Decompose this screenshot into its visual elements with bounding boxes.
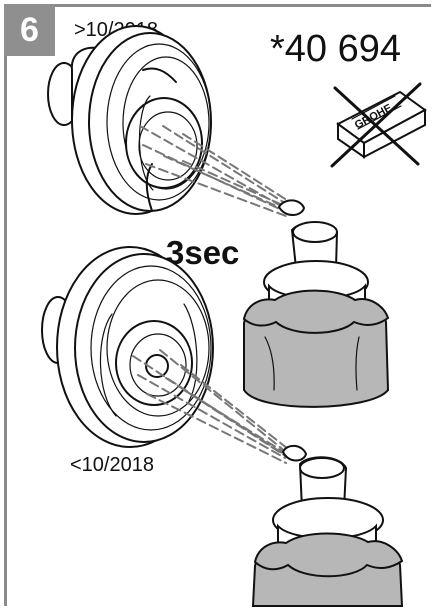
- part-number-label: *40 694: [270, 28, 402, 70]
- top-spray-stream: [139, 125, 297, 217]
- spray-can-icon: [242, 199, 390, 408]
- duration-label: 3sec: [166, 234, 240, 271]
- round-fitting-new-version-icon: [47, 25, 212, 215]
- crossed-out-grease-box-icon: GROHE: [330, 82, 427, 168]
- round-fitting-old-version-icon: [41, 246, 214, 448]
- older-version-label: <10/2018: [70, 454, 154, 476]
- step-number-badge: 6: [4, 4, 55, 56]
- spray-can-icon: [251, 444, 404, 607]
- bottom-spray-stream: [132, 349, 296, 464]
- panel-frame: [4, 4, 431, 606]
